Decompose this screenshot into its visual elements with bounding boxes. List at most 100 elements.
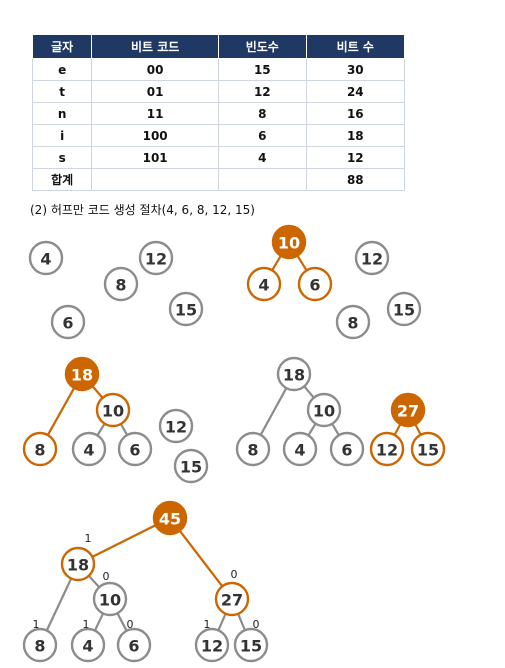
node-circle: [214, 581, 250, 617]
node-circle: [276, 356, 312, 392]
node-circle: [246, 266, 282, 302]
table-cell: 101: [91, 146, 219, 169]
node-circle: [95, 392, 131, 428]
tree-node: 15: [410, 431, 446, 467]
tree-edge: [46, 387, 76, 436]
tree-edge: [393, 423, 402, 436]
tree-node: 12: [138, 240, 174, 276]
tree-node: 10: [306, 392, 342, 428]
node-value: 6: [309, 276, 320, 295]
node-circle: [92, 581, 128, 617]
tree-node: 15: [386, 291, 422, 327]
edge-bit-label: 1: [204, 618, 211, 631]
table-total-row: 합계 88: [31, 168, 406, 191]
table-header-char: 글자: [31, 34, 93, 59]
node-value: 18: [71, 366, 93, 385]
edge-bit-label: 1: [85, 532, 92, 545]
node-value: 4: [294, 441, 305, 460]
node-circle: [235, 431, 271, 467]
tree-node: 18: [64, 356, 100, 392]
table-header-bitcode: 비트 코드: [91, 34, 219, 59]
tree-edge: [45, 578, 73, 631]
node-value: 12: [201, 637, 223, 656]
tree-node: 6: [329, 431, 365, 467]
table-row: i 100 6 18: [31, 124, 406, 147]
node-value: 8: [347, 314, 358, 333]
tree-node: 6: [117, 431, 153, 467]
node-value: 6: [129, 441, 140, 460]
table-cell: 24: [306, 80, 406, 103]
node-circle: [116, 627, 152, 663]
table-cell: 01: [91, 80, 219, 103]
tree-node: 6: [116, 627, 152, 663]
table-cell: n: [31, 102, 93, 125]
tree-edge: [414, 423, 422, 436]
tree-edge: [91, 524, 157, 558]
tree-node: 4: [246, 266, 282, 302]
edge-bit-label: 0: [103, 570, 110, 583]
tree-node: 4: [28, 240, 64, 276]
node-circle: [138, 240, 174, 276]
tree-edge: [271, 255, 282, 271]
tree-node: 4: [70, 627, 106, 663]
node-value: 15: [393, 301, 415, 320]
node-circle: [22, 627, 58, 663]
node-circle: [297, 266, 333, 302]
tree-node: 12: [158, 408, 194, 444]
node-value: 6: [128, 637, 139, 656]
tree-edge: [296, 255, 308, 271]
node-circle: [28, 240, 64, 276]
tree-edge: [178, 530, 224, 587]
node-circle: [306, 392, 342, 428]
tree-edge: [116, 612, 128, 632]
node-value: 8: [34, 637, 45, 656]
tree-node: 18: [60, 546, 96, 582]
tree-node: 4: [71, 431, 107, 467]
table-cell: [218, 168, 307, 191]
node-value: 12: [165, 418, 187, 437]
node-circle: [103, 266, 139, 302]
table-row: t 01 12 24: [31, 80, 406, 103]
tree-edge: [87, 575, 101, 588]
node-circle: [194, 627, 230, 663]
table-cell: [91, 168, 219, 191]
node-circle: [152, 500, 188, 536]
tree-node: 10: [92, 581, 128, 617]
node-circle: [158, 408, 194, 444]
node-circle: [70, 627, 106, 663]
table-cell: 11: [91, 102, 219, 125]
node-value: 15: [417, 441, 439, 460]
node-circle: [60, 546, 96, 582]
edge-bit-label: 1: [33, 618, 40, 631]
table-cell: t: [31, 80, 93, 103]
node-value: 4: [83, 441, 94, 460]
tree-node: 8: [103, 266, 139, 302]
node-value: 15: [175, 301, 197, 320]
tree-edge: [237, 613, 246, 631]
node-value: 10: [313, 402, 335, 421]
tree-node: 8: [22, 431, 58, 467]
tree-edge: [259, 387, 288, 436]
table-header-frequency: 빈도수: [217, 34, 307, 59]
edge-bit-label: 0: [253, 618, 260, 631]
node-value: 8: [115, 276, 126, 295]
table-cell: 합계: [31, 168, 93, 191]
node-value: 10: [102, 402, 124, 421]
table-header-row: 글자 비트 코드 빈도수 비트 수: [31, 34, 406, 59]
node-circle: [233, 627, 269, 663]
tree-node: 15: [173, 448, 209, 484]
node-value: 12: [145, 250, 167, 269]
node-circle: [168, 291, 204, 327]
table-cell: 00: [91, 58, 219, 81]
tree-node: 27: [390, 392, 426, 428]
tree-edge: [96, 423, 106, 436]
tree-node: 12: [369, 431, 405, 467]
node-value: 15: [180, 458, 202, 477]
table-cell: s: [31, 146, 93, 169]
tree-node: 27: [214, 581, 250, 617]
tree-edge: [303, 385, 315, 399]
node-circle: [369, 431, 405, 467]
edge-bit-label: 1: [83, 618, 90, 631]
edge-bit-label: 0: [127, 618, 134, 631]
